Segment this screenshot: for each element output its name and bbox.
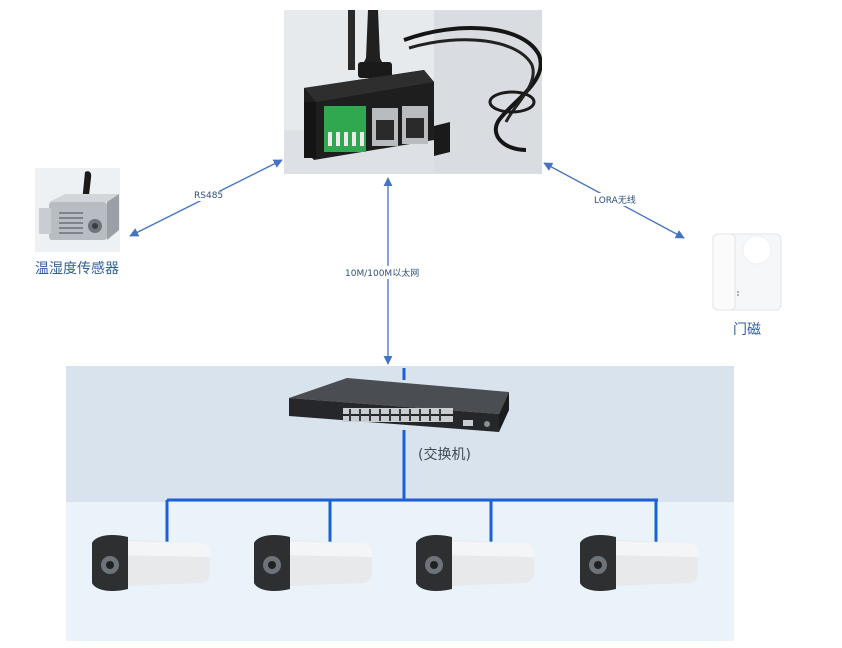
sensor-photo	[35, 168, 120, 252]
switch-ports	[343, 408, 453, 422]
switch-label: (交换机)	[418, 447, 471, 463]
camera-photo	[254, 535, 372, 591]
camera-bus	[165, 368, 658, 545]
camera-photo	[580, 535, 698, 591]
door-sensor-label: 门磁	[733, 322, 761, 338]
lora-label: LORA无线	[592, 193, 638, 206]
ethernet-label: 10M/100M以太网	[343, 266, 422, 279]
switch-photo	[289, 378, 509, 432]
camera-photo	[92, 535, 210, 591]
rs485-label: RS485	[192, 191, 226, 201]
door-sensor-photo	[712, 233, 782, 311]
sensor-label: 温湿度传感器	[35, 261, 119, 277]
gateway-photo	[284, 10, 542, 174]
camera-photo	[416, 535, 534, 591]
